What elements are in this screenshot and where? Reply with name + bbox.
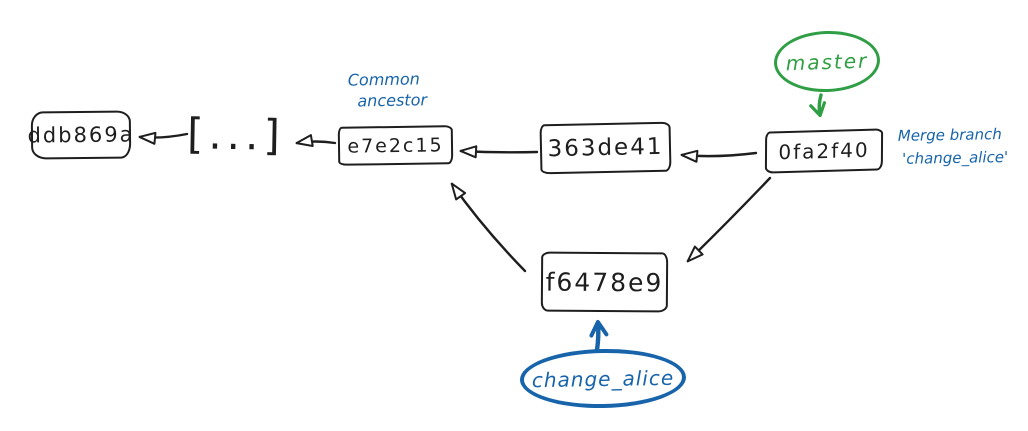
arrow-change-alice-to-f6478e9 [589,320,609,353]
commit-hash: 0fa2f40 [778,137,870,165]
arrow-f6478e9-to-e7e2c15 [450,182,527,273]
commit-hash: ddb869a [27,122,135,148]
ellipsis-label: [...] [186,108,286,160]
branch-name: master [785,48,869,75]
arrow-e7e2c15-to-ellipsis [295,134,337,147]
annotation-common-ancestor: Common ancestor [328,68,441,112]
commit-node-ellipsis: [...] [184,102,287,166]
commit-hash: e7e2c15 [347,133,444,158]
commit-node-e7e2c15: e7e2c15 [337,125,454,166]
arrow-master-to-0fa2f40 [809,93,827,118]
annotation-text-line: ancestor [357,90,428,111]
commit-node-f6478e9: f6478e9 [540,251,669,313]
annotation-text-line: Merge branch [897,125,1002,145]
branch-name: change_alice [531,365,675,392]
arrow-0fa2f40-to-f6478e9 [686,176,772,263]
annotation-text-line: 'change_alice' [902,147,1009,168]
commit-hash: f6478e9 [545,267,664,297]
annotation-text-line: Common [347,69,421,90]
arrow-ellipsis-to-ddb869a [138,131,189,145]
commit-node-363de41: 363de41 [539,121,672,175]
commit-node-ddb869a: ddb869a [27,110,135,160]
annotation-merge-branch: Merge branch 'change_alice' [886,123,1015,171]
commit-node-0fa2f40: 0fa2f40 [764,128,884,174]
arrow-0fa2f40-to-363de41 [680,149,758,163]
commit-hash: 363de41 [547,133,664,163]
arrow-363de41-to-e7e2c15 [459,145,539,159]
